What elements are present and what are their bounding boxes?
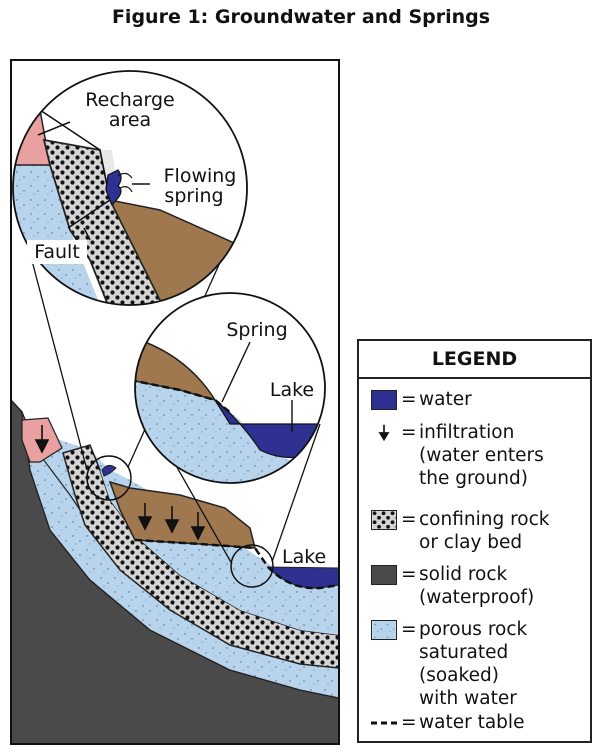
recharge-area-label-line1: Recharge — [85, 89, 174, 111]
fault-label: Fault — [34, 241, 80, 263]
confining-rock-band — [62, 444, 339, 669]
zoom-circle-lake — [230, 544, 274, 588]
legend-label-confining: confining rock or clay bed — [419, 509, 550, 553]
infiltration-arrows — [34, 425, 206, 541]
recharge-area-label-line2: area — [109, 109, 151, 131]
water-swatch — [371, 390, 397, 410]
flowing-spring-main — [101, 464, 117, 477]
legend-label-water: water — [419, 389, 472, 410]
legend-label-porous: porous rock saturated (soaked) with wate… — [419, 619, 528, 709]
solid-rock-swatch — [371, 565, 397, 585]
clay-soil-region — [108, 480, 256, 549]
legend-box: LEGEND = water = infiltration (water ent… — [357, 339, 592, 743]
confining-rock-swatch — [371, 510, 397, 530]
zoom-circle-spring — [86, 455, 132, 501]
legend-label-solid: solid rock (waterproof) — [419, 564, 535, 608]
inset-spring-water — [105, 169, 133, 207]
lake-label-main: Lake — [282, 546, 326, 568]
flowing-spring-label-line2: spring — [164, 185, 223, 207]
infiltration-arrow-icon — [378, 424, 390, 442]
figure-title: Figure 1: Groundwater and Springs — [111, 6, 491, 28]
flowing-spring-label-line1: Flowing — [164, 165, 237, 187]
lake-label-inset: Lake — [270, 379, 314, 401]
water-table-dash-icon — [371, 721, 397, 725]
lake-water — [266, 566, 339, 589]
spring-label: Spring — [226, 319, 287, 341]
inset-spring-lake: Spring Lake — [134, 292, 326, 484]
legend-label-infiltration: infiltration (water enters the ground) — [419, 422, 544, 489]
legend-title: LEGEND — [359, 341, 590, 379]
inset-flowing-spring: Recharge area Flowing spring Fault — [12, 70, 248, 306]
legend-label-water-table: water table — [419, 712, 525, 733]
water-table-line — [134, 538, 339, 590]
porous-rock-swatch — [371, 620, 397, 640]
